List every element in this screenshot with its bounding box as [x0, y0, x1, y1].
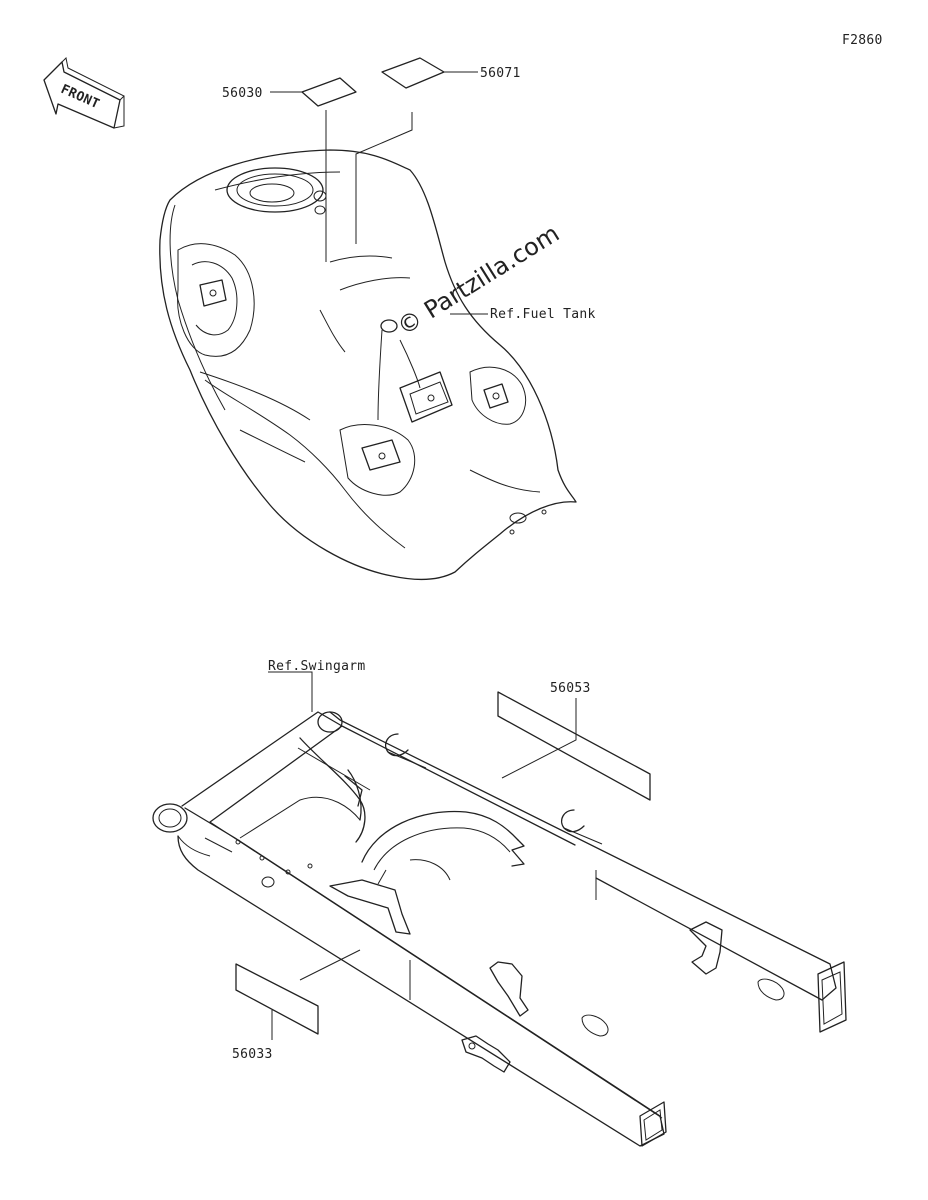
watermark-text: © Partzilla.com — [392, 219, 564, 341]
ref-fuel-tank-label[interactable]: Ref.Fuel Tank — [490, 307, 596, 322]
diagram-code: F2860 — [842, 33, 883, 48]
decal-56071: 56071 — [355, 57, 521, 244]
front-label: FRONT — [58, 82, 101, 112]
swingarm-drawing — [152, 711, 847, 1147]
ref-fuel-tank: Ref.Fuel Tank — [450, 307, 596, 322]
part-number-56033[interactable]: 56033 — [232, 1047, 273, 1062]
part-number-56053[interactable]: 56053 — [550, 681, 591, 696]
part-number-56071[interactable]: 56071 — [480, 66, 521, 81]
ref-swingarm: Ref.Swingarm — [268, 659, 366, 712]
ref-swingarm-label[interactable]: Ref.Swingarm — [268, 659, 366, 674]
fuel-tank-drawing — [159, 149, 577, 581]
decal-56033: 56033 — [232, 949, 361, 1062]
decal-56030: 56030 — [222, 77, 357, 262]
part-number-56030[interactable]: 56030 — [222, 86, 263, 101]
decal-56053: 56053 — [497, 681, 651, 801]
front-arrow-icon: FRONT — [43, 56, 125, 129]
